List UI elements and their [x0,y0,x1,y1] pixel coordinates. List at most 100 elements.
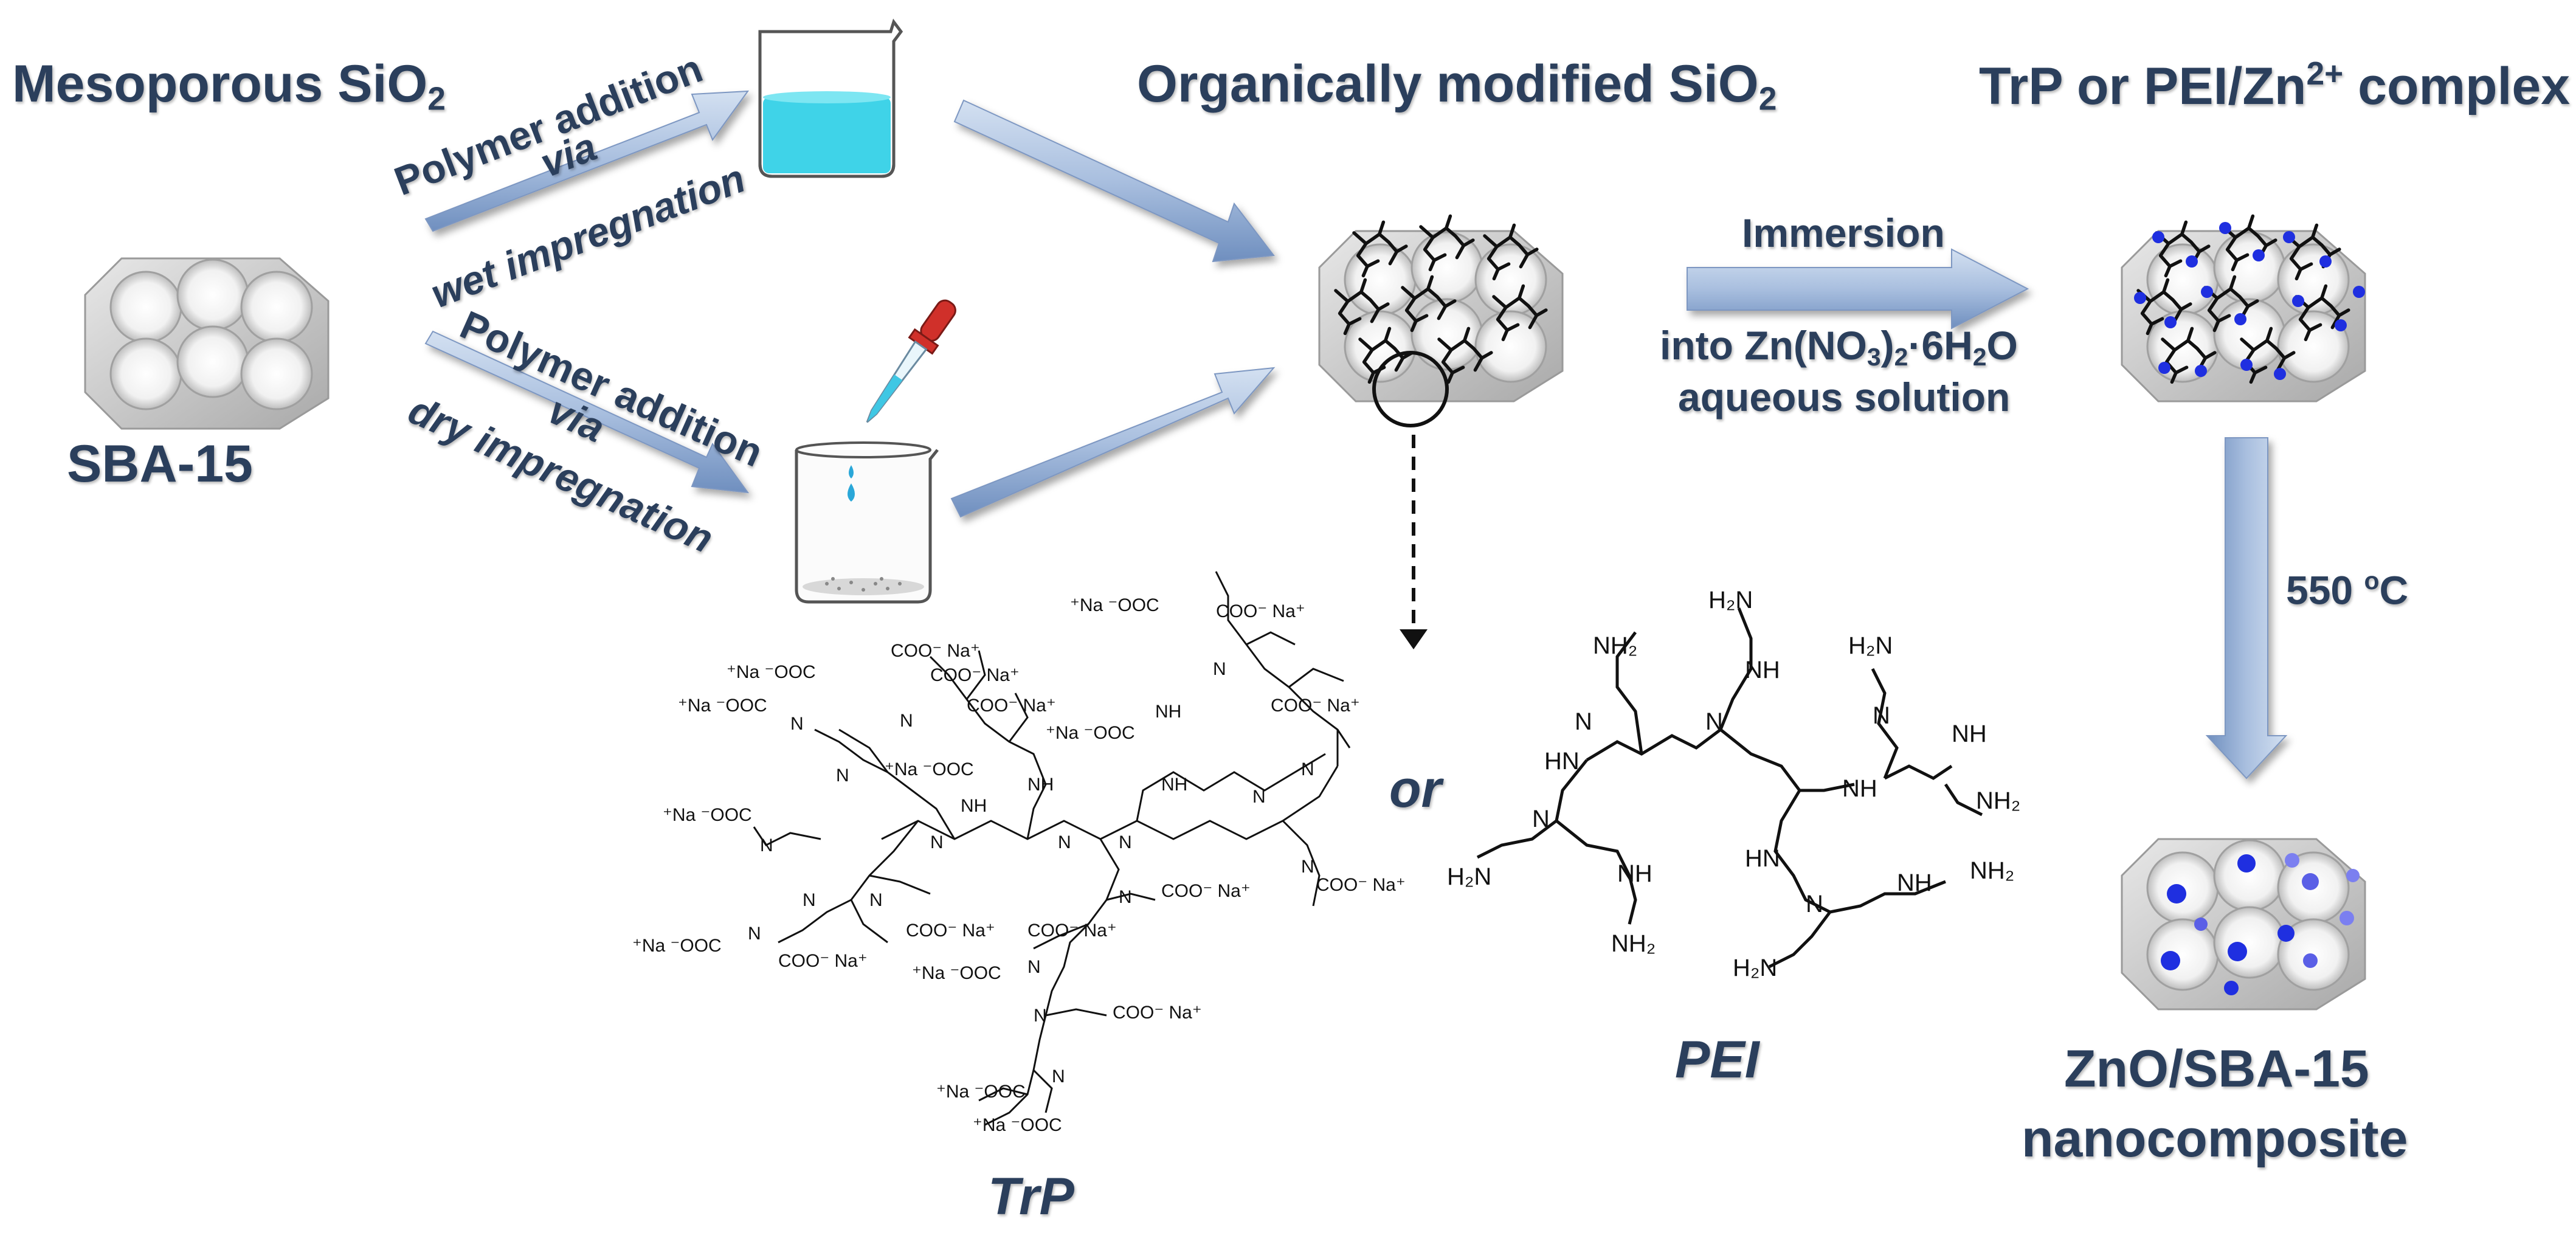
arrow-beaker-to-modified-bottom [950,367,1276,518]
trp-group-label: ⁺Na ⁻OOC [727,662,816,682]
trp-group-label: N [1119,887,1132,907]
mesoporous-title: Mesoporous SiO2 [12,58,446,116]
arrow-beaker-to-modified-top [953,99,1275,263]
into-text: into Zn(NO [1660,323,1867,368]
trp-group-label: COO⁻ Na⁺ [906,921,995,941]
trp-group-label: N [1213,659,1226,679]
mesoporous-text: Mesoporous SiO [12,55,428,113]
beaker-liquid-icon [758,18,903,178]
trp-group-label: ⁺Na ⁻OOC [678,696,767,716]
trp-group-label: N [760,835,773,855]
beaker-dropper-icon [795,299,956,604]
organic-text: Organically modified SiO [1137,55,1759,113]
trp-group-label: N [1052,1066,1065,1087]
trp-group-label: ⁺Na ⁻OOC [1070,595,1159,615]
pei-group-label: H₂N [1848,632,1893,659]
pei-group-label: HN [1745,845,1780,872]
trp-group-label: NH [961,796,987,816]
pei-group-label: H₂N [1708,587,1753,613]
trp-group-label: N [790,714,804,734]
or-label: or [1389,760,1442,818]
modified-silica-icon [1318,216,1564,403]
into-end: O [1986,323,2018,368]
trp-group-label: ⁺Na ⁻OOC [663,805,752,825]
trp-group-label: COO⁻ Na⁺ [1216,601,1305,621]
complex-text-end: complex [2343,57,2571,116]
pei-group-label: NH₂ [1970,857,2014,884]
pei-group-label: N [1532,806,1550,832]
trp-group-label: ⁺Na ⁻OOC [885,759,974,779]
pei-group-label: H₂N [1447,863,1491,890]
complex-title: TrP or PEI/Zn2+ complex [1979,58,2570,112]
trp-group-label: COO⁻ Na⁺ [1027,921,1117,941]
pei-group-label: NH [1952,720,1987,747]
trp-group-label: ⁺Na ⁻OOC [912,963,1001,983]
pei-group-label: NH₂ [1976,787,2020,814]
trp-group-label: COO⁻ Na⁺ [1113,1003,1202,1023]
trp-group-label: N [836,765,849,786]
trp-group-label: NH [1161,775,1187,795]
arrow-wet-path [424,90,750,232]
trp-group-label: ⁺Na ⁻OOC [1046,723,1135,743]
product-line1: ZnO/SBA-15 [2064,1040,2369,1098]
trp-group-label: ⁺Na ⁻OOC [973,1115,1062,1135]
trp-group-label: N [1119,832,1132,852]
product-line2: nanocomposite [2022,1110,2408,1168]
pei-group-label: NH [1897,869,1932,896]
pei-group-label: HN [1544,748,1580,775]
trp-group-label: N [900,711,913,731]
trp-group-label: N [748,924,761,944]
aqueous-label: aqueous solution [1678,375,2011,420]
trp-group-label: COO⁻ Na⁺ [1161,881,1251,901]
trp-group-label: N [803,890,816,910]
trp-group-label: COO⁻ Na⁺ [891,641,980,661]
trp-labels: ⁺Na ⁻OOC COO⁻ Na⁺ N COO⁻ Na⁺ NH ⁺Na ⁻OOC… [632,595,1406,1135]
trp-group-label: N [869,890,883,910]
trp-group-label: NH [1155,702,1181,722]
temp-value: 550 [2286,567,2364,613]
pei-group-label: N [1705,708,1723,735]
pei-group-label: NH [1745,657,1780,683]
pei-label: PEI [1675,1031,1759,1089]
trp-group-label: N [1301,857,1314,877]
trp-group-label: ⁺Na ⁻OOC [632,936,722,956]
trp-structure [753,571,1351,1126]
zoom-circle [1372,351,1449,427]
trp-group-label: COO⁻ Na⁺ [1271,696,1360,716]
into-sub2: 2 [1894,343,1908,371]
into-post: ·6H [1908,323,1973,368]
trp-group-label: NH [1027,775,1054,795]
pei-labels: H₂N NH₂ H₂N NH N N N NH HN NH NH₂ N HN N… [1447,587,2020,981]
arrow-calcination [2205,437,2288,779]
dashed-arrowhead [1400,629,1428,649]
trp-group-label: COO⁻ Na⁺ [1316,875,1406,895]
into-sub1: 3 [1866,343,1881,371]
zn-complex-silica-icon [2121,216,2366,403]
sba15-label: SBA-15 [67,435,253,493]
pei-group-label: H₂N [1733,955,1777,981]
pei-group-label: N [1575,708,1592,735]
trp-group-label: N [1252,787,1266,807]
arrow-dry-path [424,330,750,494]
immersion-label: Immersion [1742,210,1945,255]
pei-group-label: NH₂ [1593,632,1637,659]
temp-unit: C [2379,567,2409,613]
trp-group-label: N [1027,957,1041,977]
arrow-immersion [1687,248,2029,330]
trp-group-label: N [930,832,944,852]
pei-group-label: N [1873,702,1890,729]
organic-title: Organically modified SiO2 [1137,58,1777,116]
pei-group-label: NH₂ [1611,930,1656,957]
pei-group-label: N [1806,891,1823,917]
trp-group-label: N [1034,1006,1047,1026]
mesoporous-subscript: 2 [427,81,446,117]
trp-group-label: N [1058,832,1071,852]
pei-group-label: NH [1842,775,1877,802]
trp-group-label: COO⁻ Na⁺ [930,665,1020,685]
temp-degree: o [2364,567,2380,595]
pei-structure [1476,607,1983,969]
trp-label: TrP [988,1167,1074,1226]
trp-group-label: N [1301,759,1314,779]
into-mid: ) [1880,323,1894,368]
